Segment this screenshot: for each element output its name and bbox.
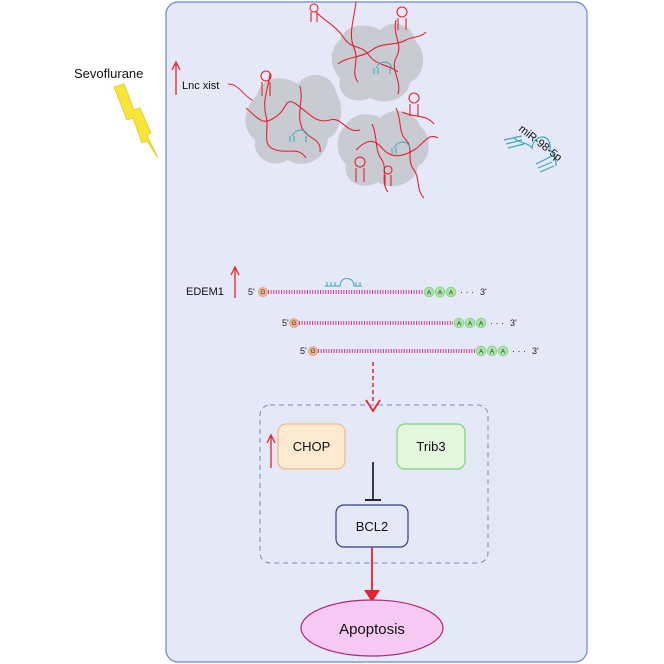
apoptosis-label: Apoptosis <box>339 621 405 638</box>
cap-icon <box>289 318 299 328</box>
polya-label: A <box>479 320 484 327</box>
polya-icon <box>453 317 465 329</box>
five-prime-label: 5' <box>282 318 289 328</box>
lnc-xist-up-arrow <box>171 60 181 95</box>
cap-icon <box>258 287 268 297</box>
polya-label: A <box>438 289 443 296</box>
cap-label: G <box>291 320 296 327</box>
polya-icon <box>475 345 487 357</box>
polya-icon <box>445 286 457 298</box>
chop-up-arrow <box>266 433 276 468</box>
lnc-xist-rna-strands <box>245 1 439 199</box>
tail-dots: · · · <box>512 346 526 356</box>
polya-label: A <box>501 348 506 355</box>
expression-arrowhead <box>365 399 381 413</box>
polya-label: A <box>457 320 462 327</box>
polya-label: A <box>490 348 495 355</box>
three-prime-label: 3' <box>510 318 517 328</box>
chop-label: CHOP <box>293 439 331 454</box>
five-prime-label: 5' <box>300 346 307 356</box>
trib3-box <box>396 423 466 470</box>
polya-label: A <box>479 348 484 355</box>
bound-mirna-icon <box>325 278 362 287</box>
polya-label: A <box>449 289 454 296</box>
tail-dots: · · · <box>460 287 474 297</box>
edem1-label: EDEM1 <box>186 286 224 298</box>
pathway-box <box>259 404 489 564</box>
tail-dots: · · · <box>490 318 504 328</box>
apoptosis-ellipse <box>300 599 444 657</box>
polya-icon <box>423 286 435 298</box>
polya-icon <box>475 317 487 329</box>
lnc-xist-label: Lnc xist <box>182 80 219 92</box>
sevoflurane-label: Sevoflurane <box>74 66 143 81</box>
polya-label: A <box>468 320 473 327</box>
five-prime-label: 5' <box>248 287 255 297</box>
bcl2-label: BCL2 <box>356 519 389 534</box>
polya-label: A <box>427 289 432 296</box>
three-prime-label: 3' <box>532 346 539 356</box>
bound-mirna <box>289 61 411 154</box>
lightning-icon <box>113 83 159 159</box>
polya-icon <box>464 317 476 329</box>
edem1-up-arrow <box>230 265 240 298</box>
cap-label: G <box>260 289 265 296</box>
rna-hairpins <box>260 3 420 186</box>
cell-background <box>165 1 588 663</box>
polya-icon <box>434 286 446 298</box>
cap-icon <box>308 346 318 356</box>
trib3-label: Trib3 <box>416 439 445 454</box>
cap-label: G <box>310 348 315 355</box>
polya-icon <box>486 345 498 357</box>
chop-box <box>277 423 346 470</box>
mirna-icon <box>503 135 557 173</box>
three-prime-label: 3' <box>480 287 487 297</box>
polya-icon <box>497 345 509 357</box>
apoptosis-arrowhead <box>364 590 380 602</box>
